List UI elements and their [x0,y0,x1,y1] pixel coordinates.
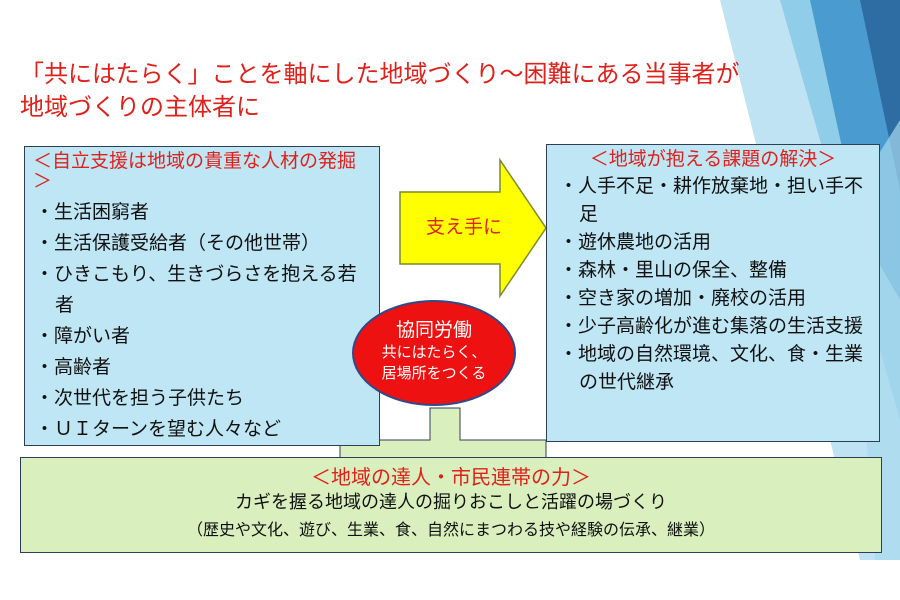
list-item: ・ひきこもり、生きづらさを抱える若者 [35,263,357,316]
right-box-heading: ＜地域が抱える課題の解決＞ [589,148,837,170]
list-item: ・生活保護受給者（その他世帯） [35,232,321,254]
list-item: ・地域の自然環境、文化、食・生業の世代継承 [559,343,864,393]
right-box-issues: ＜地域が抱える課題の解決＞ ・人手不足・耕作放棄地・担い手不足 ・遊休農地の活用… [546,144,880,442]
list-item: ・高齢者 [35,356,112,378]
list-item: ・次世代を担う子供たち [35,387,245,409]
bottom-box-line-1: カギを握る地域の達人の掘りおこしと活躍の場づくり [235,492,667,513]
list-item: ・遊休農地の活用 [559,231,712,253]
left-box-list: ・生活困窮者 ・生活保護受給者（その他世帯） ・ひきこもり、生きづらさを抱える若… [33,197,371,445]
list-item: ・少子高齢化が進む集落の生活支援 [559,315,864,337]
bottom-box-heading: ＜地域の達人・市民連帯の力＞ [311,465,591,489]
title-line-1: 「共にはたらく」ことを軸にした地域づくり～困難にある当事者が [20,60,740,88]
slide-title: 「共にはたらく」ことを軸にした地域づくり～困難にある当事者が 地域づくりの主体者… [20,58,820,124]
left-box-talent: ＜自立支援は地域の貴重な人材の発掘＞ ・生活困窮者 ・生活保護受給者（その他世帯… [24,146,380,446]
arrow-label: 支え手に [425,216,502,238]
title-line-2: 地域づくりの主体者に [20,93,260,121]
oval-line-1: 共にはたらく、 [381,343,487,361]
bottom-box-community: ＜地域の達人・市民連帯の力＞ カギを握る地域の達人の掘りおこしと活躍の場づくり … [20,457,882,553]
list-item: ・ＵＩターンを望む人々など [35,418,282,440]
list-item: ・森林・里山の保全、整備 [559,259,788,281]
left-box-heading: ＜自立支援は地域の貴重な人材の発掘＞ [33,150,357,192]
list-item: ・生活困窮者 [35,201,150,223]
right-arrow [399,157,547,299]
list-item: ・人手不足・耕作放棄地・担い手不足 [559,175,864,225]
bottom-box-line-2: （歴史や文化、遊び、生業、食、自然にまつわる技や経験の伝承、継業） [186,520,715,539]
center-oval: 協同労働 共にはたらく、 居場所をつくる [352,300,516,406]
list-item: ・空き家の増加・廃校の活用 [559,287,807,309]
right-box-list: ・人手不足・耕作放棄地・担い手不足 ・遊休農地の活用 ・森林・里山の保全、整備 … [557,172,869,396]
oval-title: 協同労働 [395,319,472,341]
list-item: ・障がい者 [35,325,131,347]
oval-line-2: 居場所をつくる [381,364,487,382]
